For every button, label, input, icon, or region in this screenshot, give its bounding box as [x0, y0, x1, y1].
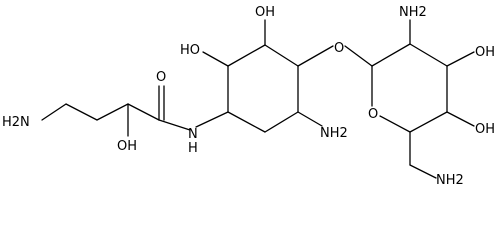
hydroxyl-label-ring-left: HO [180, 43, 200, 58]
bonds-sugar-ring [344, 19, 475, 179]
hydroxyl-label-sugar-right: OH [475, 45, 495, 60]
hydroxyl-label-chain: OH [117, 139, 137, 154]
amine-label-chain: H2N [2, 115, 30, 130]
amine-label-sugar-top: NH2 [399, 5, 427, 20]
hydroxyl-label-ring-top: OH [255, 5, 275, 20]
amine-label-ring-bottom: NH2 [320, 126, 348, 141]
amide-hydrogen-label: H [188, 141, 198, 156]
ring-oxygen-label: O [368, 107, 378, 122]
hydroxyl-label-sugar-lower: OH [475, 122, 495, 137]
aminomethyl-label: NH2 [436, 173, 464, 188]
atom-labels: H2N OH O N H OH HO NH2 O NH2 OH O OH NH2 [2, 5, 495, 188]
carbonyl-oxygen-label: O [156, 70, 166, 85]
molecule-structure: H2N OH O N H OH HO NH2 O NH2 OH O OH NH2 [2, 5, 495, 188]
bonds-cyclohexane-ring [202, 19, 334, 133]
bonds-side-chain [41, 85, 229, 137]
amide-nitrogen-label: N [188, 127, 198, 142]
glycosidic-oxygen-label: O [334, 41, 344, 56]
